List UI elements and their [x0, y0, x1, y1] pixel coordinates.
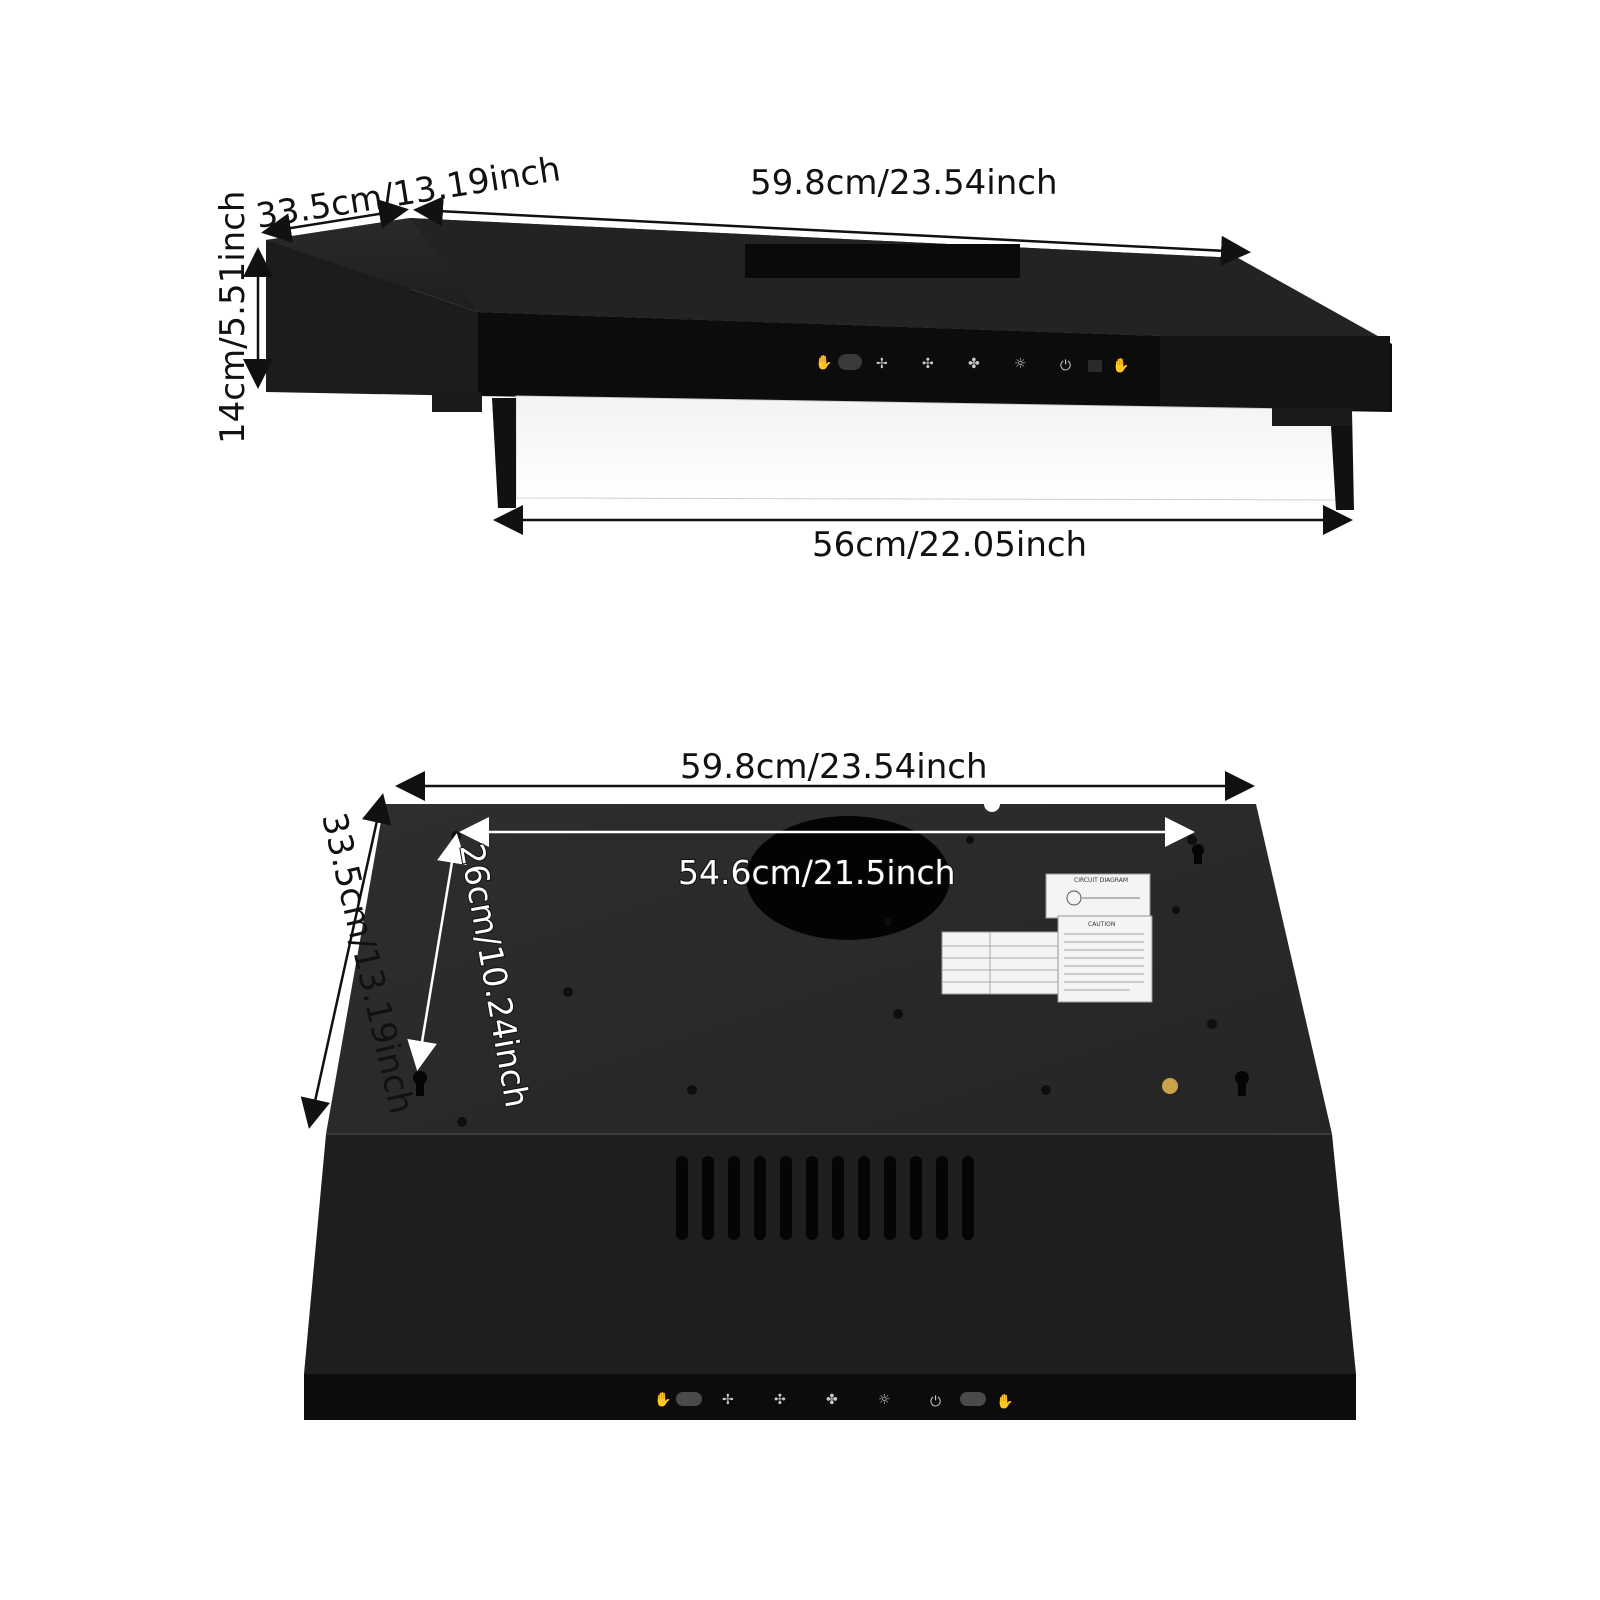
top-height-label: 14cm/5.51inch	[213, 191, 253, 444]
light-icon: ☼	[1014, 356, 1027, 372]
visor-left-rail	[492, 398, 516, 508]
fan-high-icon: ✤	[826, 1392, 838, 1408]
hood-front-slope	[304, 1134, 1356, 1374]
caution-sticker: CAUTION	[1057, 915, 1153, 1003]
ground-terminal	[1162, 1078, 1178, 1094]
bottom-depth-arrow	[300, 793, 392, 1129]
top-visor-label: 56cm/22.05inch	[812, 525, 1087, 565]
fan-low-icon: ✢	[876, 356, 888, 372]
hand-gesture-icon: ✋	[996, 1393, 1013, 1410]
width-arrow	[413, 196, 1251, 266]
circuit-sticker-title: CIRCUIT DIAGRAM	[1074, 877, 1128, 884]
top-width-label: 59.8cm/23.54inch	[750, 163, 1058, 203]
keyhole-mounts	[413, 844, 1249, 1096]
power-icon: ⏻	[930, 1394, 941, 1410]
hood-front-right-block	[1160, 336, 1390, 410]
top-control-icons: ✋ ✢ ✣ ✤ ☼ ⏻ ✋	[815, 354, 1129, 374]
top-view-hood: ✋ ✢ ✣ ✤ ☼ ⏻ ✋	[266, 218, 1392, 510]
caution-sticker-title: CAUTION	[1088, 921, 1115, 928]
circuit-diagram-sticker: CIRCUIT DIAGRAM	[1045, 873, 1151, 919]
bottom-front-panel	[304, 1374, 1356, 1420]
pill-button-icon	[676, 1392, 702, 1406]
hand-gesture-icon: ✋	[815, 354, 832, 371]
pill-button-icon	[960, 1392, 986, 1406]
top-notch	[984, 804, 1000, 812]
fan-mid-icon: ✣	[774, 1392, 786, 1408]
indicator-icon	[1088, 360, 1102, 372]
duct-opening	[746, 816, 950, 940]
mount-width-label: 54.6cm/21.5inch	[678, 853, 956, 892]
hand-gesture-icon: ✋	[654, 1391, 671, 1408]
front-vent-slots	[676, 1156, 974, 1240]
bottom-control-icons: ✋ ✢ ✣ ✤ ☼ ⏻ ✋	[654, 1391, 1013, 1410]
fan-low-icon: ✢	[722, 1392, 734, 1408]
visor-right-rail	[1330, 410, 1354, 510]
fan-high-icon: ✤	[968, 356, 980, 372]
hand-gesture-icon: ✋	[1112, 357, 1129, 374]
hood-right-foot	[1272, 408, 1352, 426]
bottom-width-label: 59.8cm/23.54inch	[680, 747, 988, 787]
hood-left-face	[266, 240, 478, 396]
spec-label-sticker	[941, 931, 1063, 995]
hood-left-foot	[432, 392, 482, 412]
bottom-view-hood: CIRCUIT DIAGRAM CAUTION	[304, 804, 1356, 1420]
pill-button-icon	[838, 354, 862, 370]
power-icon: ⏻	[1060, 358, 1071, 374]
glass-visor	[515, 395, 1351, 501]
depth-arrow	[261, 199, 409, 243]
top-vent-slots	[745, 244, 1020, 278]
light-icon: ☼	[878, 1392, 891, 1408]
fan-mid-icon: ✣	[922, 356, 934, 372]
mount-depth-arrow	[407, 833, 467, 1071]
